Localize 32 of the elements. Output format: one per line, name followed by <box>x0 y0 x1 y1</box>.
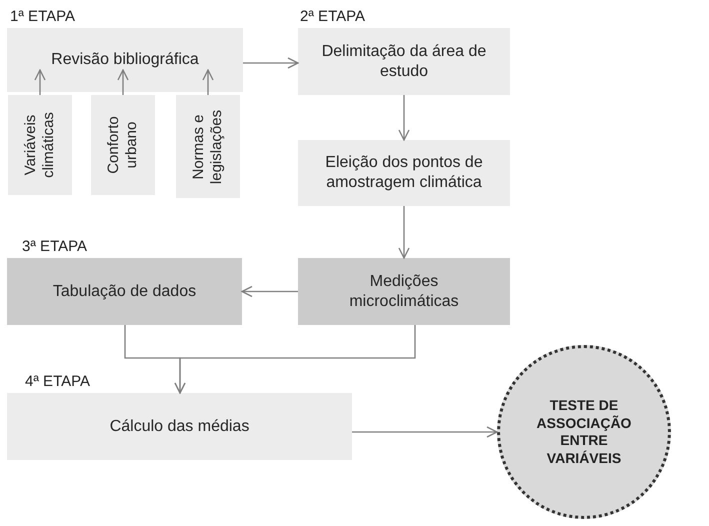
process-box <box>7 393 352 460</box>
arrow <box>34 69 46 95</box>
process-box <box>7 258 242 325</box>
stage-label: 2ª ETAPA <box>300 8 366 25</box>
arrow <box>202 69 214 95</box>
node-text: Variáveis climáticas <box>22 112 58 178</box>
stage-label: 3ª ETAPA <box>22 238 88 255</box>
node-text: Cálculo das médias <box>110 416 250 436</box>
input-box <box>176 95 240 198</box>
node-text: Medições microclimáticas <box>348 272 460 312</box>
node-text: Revisão bibliográfica <box>51 50 199 70</box>
arrow <box>398 95 410 141</box>
arrow <box>398 206 410 259</box>
process-box <box>298 140 510 206</box>
node-text: Tabulação de dados <box>52 282 196 302</box>
stage-label: 1ª ETAPA <box>10 8 76 25</box>
stage-label: 4ª ETAPA <box>25 373 90 390</box>
process-box <box>298 258 510 325</box>
node-text: Delimitação da área de estudo <box>320 42 488 82</box>
arrow <box>117 69 129 95</box>
arrow <box>243 57 299 69</box>
node-text: Eleição dos pontos de amostragem climática <box>324 153 484 193</box>
node-text: Normas e legislações <box>190 109 226 184</box>
process-box <box>7 28 243 92</box>
input-box <box>91 95 155 195</box>
arrow <box>241 286 298 298</box>
process-box <box>298 28 510 95</box>
node-text: Conforto urbano <box>105 115 141 176</box>
arrow <box>174 325 416 394</box>
node-text: TESTE DE ASSOCIAÇÃO ENTRE VARIÁVEIS <box>536 397 632 467</box>
input-box <box>8 95 72 195</box>
arrow <box>352 426 498 438</box>
